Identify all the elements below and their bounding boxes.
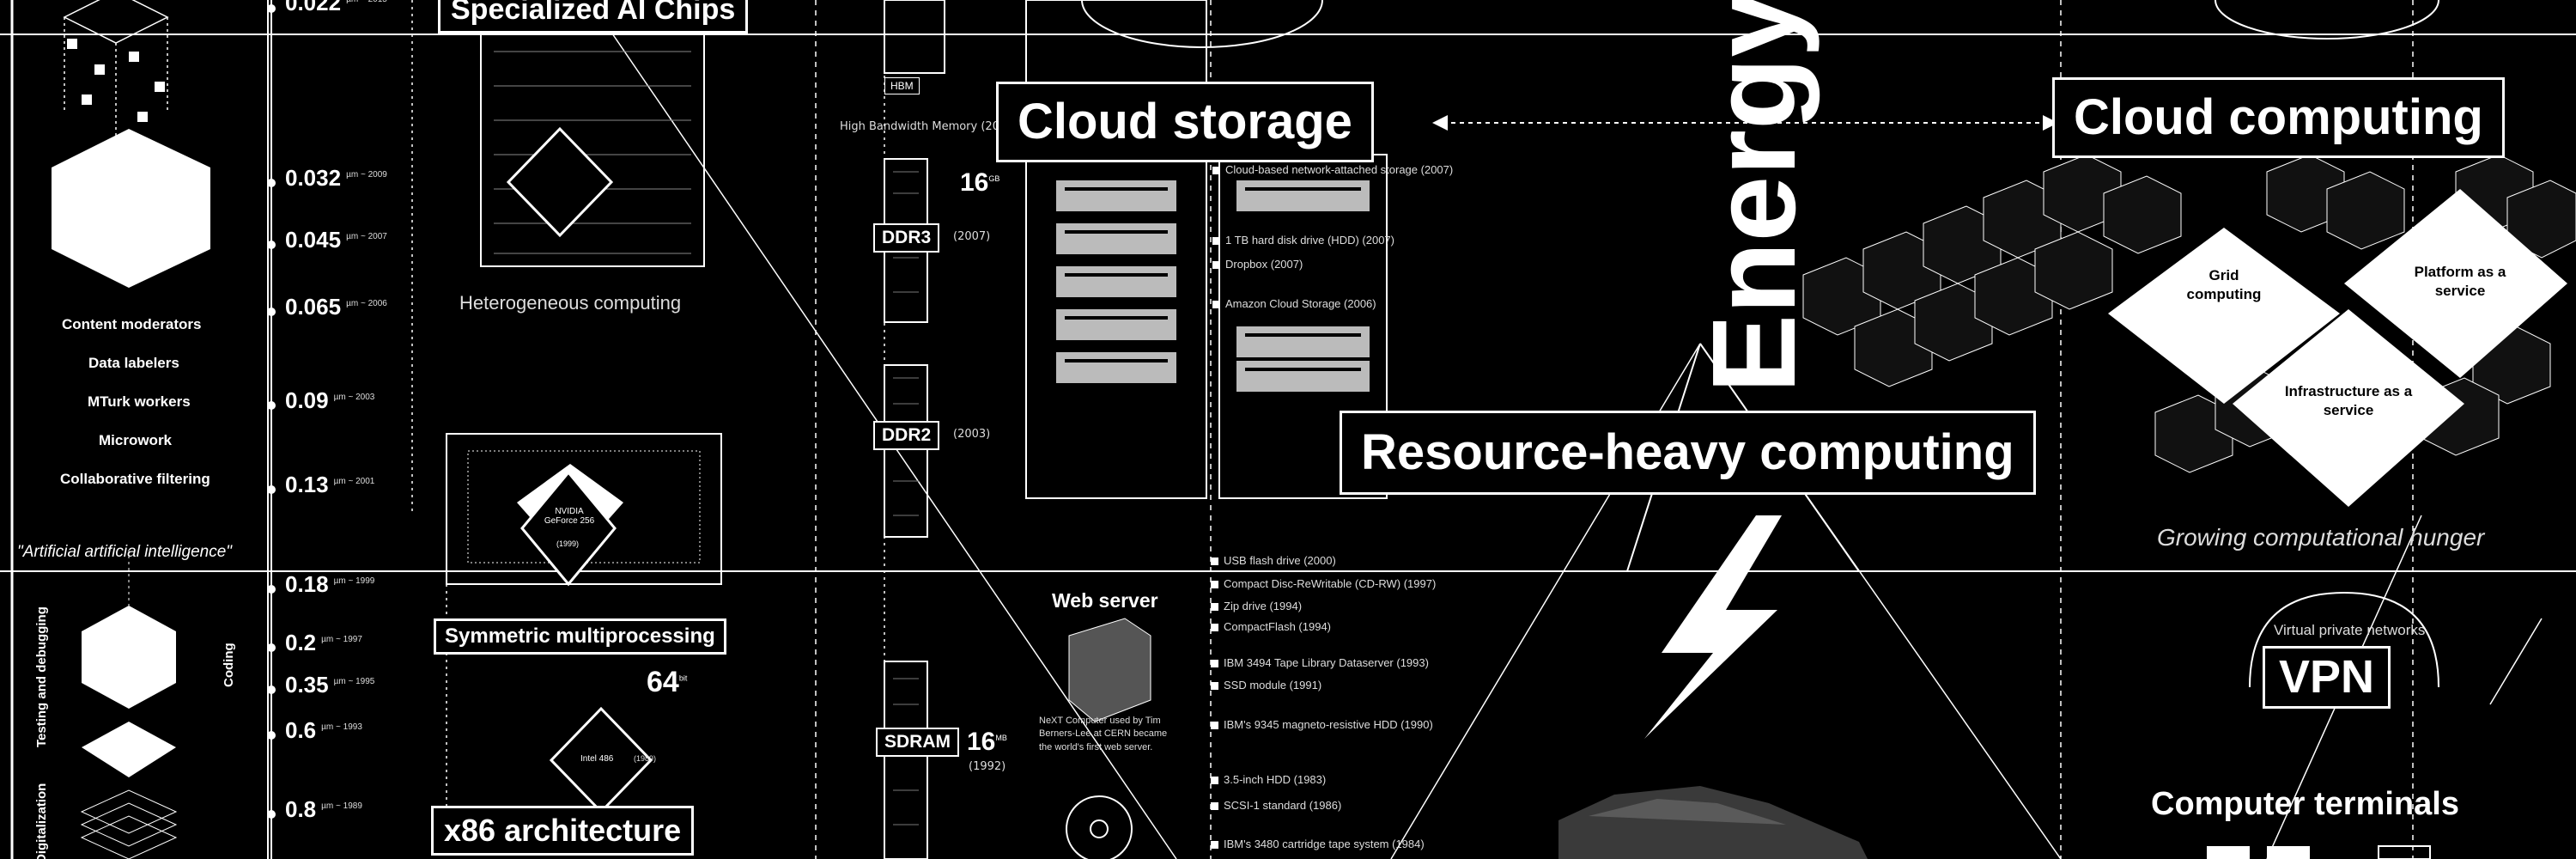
storage-list-item: USB flash drive (2000)	[1211, 554, 1336, 567]
worker-label-mturk-workers: MTurk workers	[88, 393, 191, 410]
lifecycle-coding: Coding	[222, 643, 236, 687]
storage-list-item: Compact Disc-ReWritable (CD-RW) (1997)	[1211, 577, 1436, 590]
process-scale-value: 0.18 µm ~ 1999	[285, 571, 374, 598]
process-scale-unit: µm ~ 2001	[333, 477, 375, 487]
worker-label-content-moderators: Content moderators	[62, 316, 202, 332]
storage-list-item: SCSI-1 standard (1986)	[1211, 799, 1341, 812]
computer-terminals-label: Computer terminals	[2151, 786, 2459, 822]
process-scale-value: 0.065 µm ~ 2006	[285, 294, 387, 320]
process-scale-value: 0.2 µm ~ 1997	[285, 630, 362, 656]
resource-heavy-computing-title: Resource-heavy computing	[1340, 411, 2036, 495]
process-scale-unit: µm ~ 2007	[346, 232, 387, 242]
process-scale-number: 0.18	[285, 571, 329, 597]
iaas-label: Infrastructure as a service	[2284, 383, 2413, 419]
process-scale-number: 0.13	[285, 472, 329, 497]
ddr3-capacity: 16GB	[960, 168, 999, 198]
lifecycle-testing-debugging: Testing and debugging	[34, 606, 49, 747]
process-scale-value: 0.6 µm ~ 1993	[285, 717, 362, 744]
web-server-caption: NeXT Computer used by Tim Berners-Lee at…	[1039, 716, 1168, 752]
ddr3-capacity-unit: GB	[988, 174, 1000, 183]
intel-486-year: (1989)	[634, 754, 657, 763]
storage-list-item: Cloud-based network-attached storage (20…	[1212, 163, 1453, 176]
vpn-caption: Virtual private networks	[2274, 622, 2426, 638]
lifecycle-digitalization: Digitalization	[34, 783, 49, 859]
paas-label: Platform as a service	[2414, 264, 2506, 300]
specialized-ai-chips-label: Specialized AI Chips	[438, 0, 749, 34]
sdram-label: SDRAM	[876, 728, 959, 757]
process-scale-unit: µm ~ 1989	[321, 801, 362, 812]
process-scale-number: 0.045	[285, 227, 342, 253]
cuda-year: (2007)	[548, 192, 571, 201]
vpn-label: VPN	[2263, 646, 2391, 710]
storage-list-item: IBM 3494 Tape Library Dataserver (1993)	[1211, 656, 1429, 669]
bits-64-unit: bit	[678, 673, 688, 683]
ddr2-label: DDR2	[873, 421, 940, 450]
storage-list-item: 1 TB hard disk drive (HDD) (2007)	[1212, 234, 1394, 247]
worker-label-data-labelers: Data labelers	[88, 355, 179, 371]
sdram-year: (1992)	[969, 760, 1006, 773]
process-scale-value: 0.13 µm ~ 2001	[285, 472, 374, 498]
ddr3-year: (2007)	[953, 230, 991, 243]
storage-list-item: 3.5-inch HDD (1983)	[1211, 773, 1326, 786]
process-scale-unit: µm ~ 1995	[333, 677, 375, 687]
storage-list-item: CompactFlash (1994)	[1211, 620, 1331, 633]
storage-list-item: Dropbox (2007)	[1212, 258, 1303, 271]
nvidia-geforce-year: (1999)	[556, 539, 580, 548]
sdram-capacity-unit: MB	[995, 734, 1007, 742]
cloud-computing-title: Cloud computing	[2052, 77, 2505, 158]
artificial-ai-quote: "Artificial artificial intelligence"	[17, 543, 233, 561]
cuda-label: CUDA	[529, 168, 584, 190]
grid-computing-label: Grid computing	[2186, 267, 2262, 303]
process-scale-unit: µm ~ 1993	[321, 722, 362, 733]
process-scale-unit: µm ~ 1997	[321, 635, 362, 645]
storage-list-item: Amazon Cloud Storage (2006)	[1212, 297, 1376, 310]
process-scale-number: 0.022	[285, 0, 342, 15]
intel-486-label: Intel 486	[580, 754, 614, 764]
process-scale-number: 0.2	[285, 630, 317, 655]
sdram-capacity-value: 16	[967, 728, 996, 756]
storage-list-item: SSD module (1991)	[1211, 679, 1321, 691]
cloud-storage-title: Cloud storage	[996, 82, 1374, 162]
process-scale-unit: µm ~ 2009	[346, 170, 387, 180]
ddr2-year: (2003)	[953, 428, 991, 441]
process-scale-number: 0.35	[285, 672, 329, 698]
process-scale-unit: µm ~ 1999	[333, 576, 375, 587]
hbm-label: HBM	[884, 77, 920, 94]
bits-64-label: 64bit	[647, 666, 687, 699]
process-scale-value: 0.022 µm ~ 2015	[285, 0, 387, 16]
process-scale-unit: µm ~ 2006	[346, 299, 387, 309]
growing-computational-hunger: Growing computational hunger	[2157, 524, 2485, 551]
ddr3-capacity-value: 16	[960, 168, 989, 197]
nvidia-geforce-label: NVIDIA GeForce 256	[544, 507, 595, 526]
symmetric-multiprocessing-label: Symmetric multiprocessing	[434, 618, 726, 655]
process-scale-unit: µm ~ 2015	[346, 0, 387, 4]
energy-text: Energy	[1688, 0, 1820, 393]
process-scale-value: 0.8 µm ~ 1989	[285, 796, 362, 823]
web-server-title: Web server	[1052, 589, 1158, 612]
bits-64-value: 64	[647, 666, 679, 698]
sdram-capacity: 16MB	[967, 728, 1007, 757]
process-scale-number: 0.032	[285, 165, 342, 191]
storage-list-item: IBM's 9345 magneto-resistive HDD (1990)	[1211, 718, 1433, 731]
worker-label-collaborative-filtering: Collaborative filtering	[60, 471, 210, 487]
process-scale-number: 0.09	[285, 387, 329, 413]
heterogeneous-computing-label: Heterogeneous computing	[459, 292, 682, 314]
process-scale-value: 0.032 µm ~ 2009	[285, 165, 387, 192]
process-scale-number: 0.6	[285, 717, 317, 743]
process-scale-unit: µm ~ 2003	[333, 393, 375, 403]
process-scale-number: 0.8	[285, 796, 317, 822]
hbm-caption: High Bandwidth Memory (2015)	[840, 120, 1018, 133]
storage-list-item: IBM's 3480 cartridge tape system (1984)	[1211, 838, 1425, 850]
ddr3-label: DDR3	[873, 223, 940, 253]
process-scale-number: 0.065	[285, 294, 342, 320]
worker-label-microwork: Microwork	[99, 432, 173, 448]
storage-list-item: Zip drive (1994)	[1211, 600, 1302, 612]
process-scale-value: 0.09 µm ~ 2003	[285, 387, 374, 414]
process-scale-value: 0.045 µm ~ 2007	[285, 227, 387, 253]
x86-architecture-label: x86 architecture	[431, 806, 695, 856]
process-scale-value: 0.35 µm ~ 1995	[285, 672, 374, 698]
